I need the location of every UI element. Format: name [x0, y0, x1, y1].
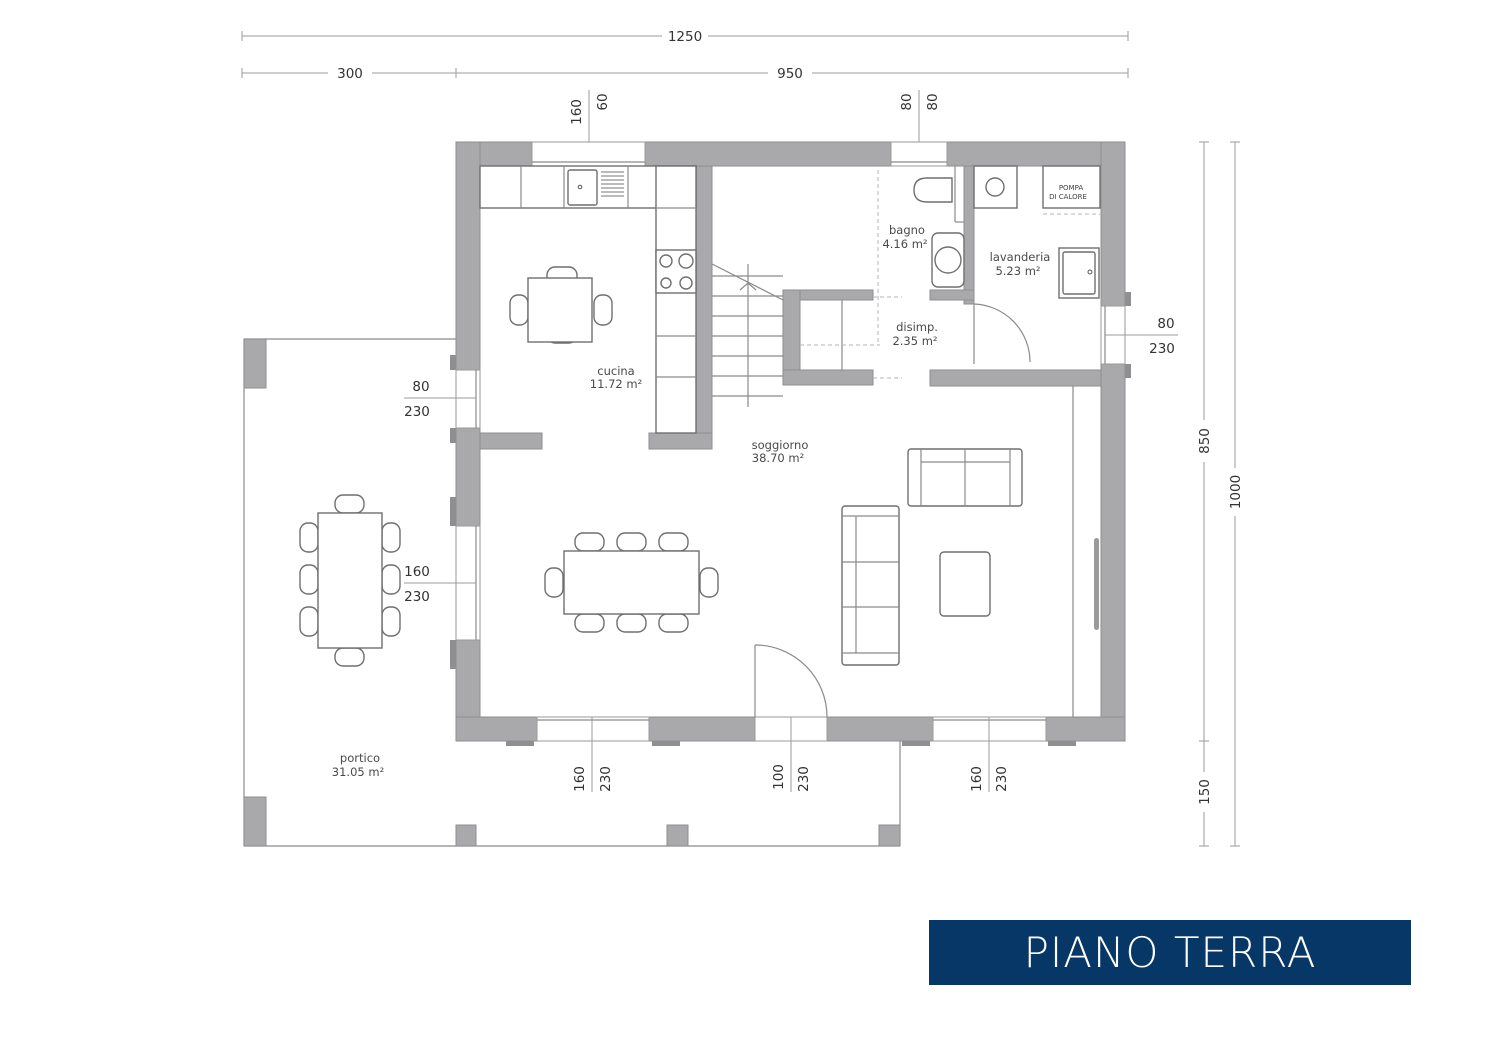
svg-text:DI CALORE: DI CALORE	[1049, 193, 1087, 201]
svg-text:100: 100	[771, 764, 787, 790]
svg-text:230: 230	[796, 766, 812, 792]
svg-text:80: 80	[412, 379, 429, 395]
svg-text:850: 850	[1197, 428, 1213, 454]
porch-pillar	[243, 796, 267, 847]
bath-fixtures	[913, 166, 965, 288]
sofa-3-seat	[841, 505, 900, 666]
floor-title-banner: PIANO TERRA	[929, 920, 1411, 985]
svg-text:160: 160	[572, 766, 588, 792]
porch-pillar	[243, 338, 267, 389]
dining-table	[563, 550, 700, 615]
svg-text:1250: 1250	[668, 29, 702, 45]
walls	[450, 141, 1131, 746]
dimension-porch-depth: 150	[1197, 741, 1213, 847]
coffee-table	[939, 551, 991, 617]
window-living-bottom-left	[536, 716, 650, 742]
svg-text:150: 150	[1197, 779, 1213, 805]
floor-title: PIANO TERRA	[1023, 928, 1317, 977]
room-name-bagno: bagno	[889, 223, 925, 237]
staircase	[711, 170, 880, 407]
room-area-bagno: 4.16 m²	[882, 237, 927, 251]
svg-text:160: 160	[569, 99, 585, 125]
room-area-lavanderia: 5.23 m²	[995, 264, 1040, 278]
svg-text:1000: 1000	[1228, 475, 1244, 509]
room-area-portico: 31.05 m²	[332, 765, 384, 779]
living-furniture	[544, 448, 1023, 666]
porch-pillar	[455, 824, 477, 847]
svg-text:160: 160	[404, 564, 430, 580]
dimension-porch-width: 300	[241, 66, 457, 82]
doors	[754, 296, 1099, 718]
svg-text:300: 300	[337, 66, 363, 82]
svg-text:230: 230	[404, 589, 430, 605]
svg-text:80: 80	[1157, 316, 1174, 332]
room-name-disimpegno: disimp.	[896, 320, 938, 334]
svg-text:POMPA: POMPA	[1059, 184, 1084, 192]
room-name-soggiorno: soggiorno	[752, 438, 809, 452]
svg-text:230: 230	[404, 404, 430, 420]
room-area-cucina: 11.72 m²	[590, 377, 642, 391]
porch-furniture	[299, 494, 401, 667]
kitchen-window-dimension: 160 60	[569, 90, 611, 165]
porch	[243, 338, 901, 847]
porch-pillar	[666, 824, 689, 847]
opening-dimensions: 80 230 160 230 80 230 160 230 100 230 16…	[404, 316, 1178, 792]
svg-text:950: 950	[777, 66, 803, 82]
dimension-house-depth: 850	[1197, 141, 1213, 742]
svg-text:80: 80	[925, 93, 941, 110]
svg-text:230: 230	[1149, 341, 1175, 357]
svg-text:160: 160	[969, 766, 985, 792]
dimension-house-width: 950	[456, 66, 1129, 82]
room-area-disimpegno: 2.35 m²	[892, 334, 937, 348]
svg-text:230: 230	[598, 766, 614, 792]
dimension-total-depth: 1000	[1228, 141, 1244, 847]
laundry-fixtures: POMPA DI CALORE	[973, 165, 1101, 299]
room-name-portico: portico	[340, 751, 380, 765]
room-labels: cucina 11.72 m² bagno 4.16 m² lavanderia…	[332, 223, 1051, 779]
kitchen-table	[527, 277, 593, 343]
kitchen-sink	[567, 169, 598, 206]
svg-text:230: 230	[994, 766, 1010, 792]
kitchen-furniture	[479, 165, 697, 434]
toilet	[913, 177, 953, 203]
room-name-cucina: cucina	[597, 364, 634, 378]
porch-table	[317, 512, 383, 649]
svg-text:60: 60	[595, 93, 611, 110]
heat-pump	[1042, 165, 1101, 209]
svg-text:80: 80	[899, 93, 915, 110]
porch-pillar	[878, 824, 901, 847]
room-name-lavanderia: lavanderia	[990, 250, 1051, 264]
dimension-total-width: 1250	[241, 29, 1129, 45]
washing-machine	[973, 165, 1018, 209]
room-area-soggiorno: 38.70 m²	[752, 451, 804, 465]
